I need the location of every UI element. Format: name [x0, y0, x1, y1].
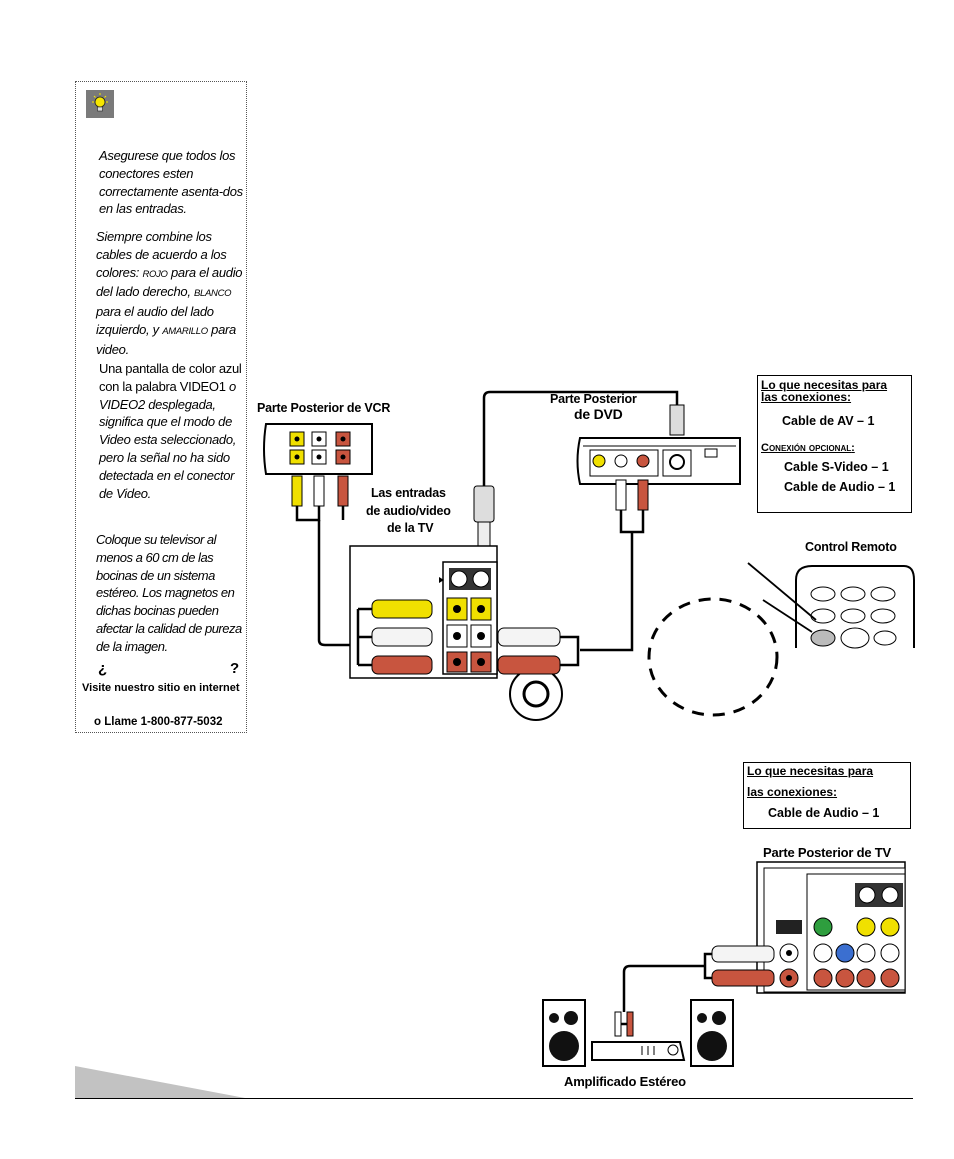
phone-line: o Llame 1-800-877-5032 [94, 716, 223, 728]
color-word-red: ROJO [142, 268, 168, 280]
tv-back-label: Parte Posterior de TV [763, 845, 892, 860]
needs-box-audio: Lo que necesitas para las conexiones: Ca… [743, 762, 911, 829]
needs2-heading-2-text: las conexiones [747, 785, 834, 799]
needs2-heading-colon: : [833, 785, 838, 799]
tv-inputs-label-1: Las entradas [371, 486, 446, 500]
needs-item-svideo: Cable S-Video – 1 [784, 460, 889, 474]
needs-heading-1: Lo que necesitas para [761, 378, 888, 392]
tips-sidebar [75, 81, 247, 733]
dvd-back-label-1: Parte Posterior [550, 392, 637, 406]
remote-control [747, 562, 915, 649]
tip-connectors: Asegurese que todos los conectores esten… [99, 148, 243, 217]
needs2-heading-1: Lo que necesitas para [747, 764, 874, 778]
vcr-av-plugs [291, 475, 349, 507]
page-corner-tab [75, 1066, 245, 1098]
vcr-back-label: Parte Posterior de VCR [257, 401, 391, 415]
tip-cable-colors: Siempre combine los cables de acuerdo a … [96, 228, 248, 359]
tip-right-audio: para el audio del lado derecho, [96, 264, 243, 300]
optional-heading: Conexión opcional: [761, 442, 855, 454]
tip-video: para video. [96, 321, 236, 357]
optional-heading-colon: : [851, 442, 855, 454]
tip-cable-colors-text: Siempre combine los cables de acuerdo a … [96, 229, 227, 280]
remote-label: Control Remoto [805, 540, 897, 554]
dvd-back-panel [576, 437, 741, 485]
needs-item-audio: Cable de Audio – 1 [784, 480, 896, 494]
color-word-yellow: AMARILLO [162, 325, 208, 337]
needs-box-av: Lo que necesitas para las conexiones: Ca… [757, 375, 912, 513]
question-open: ¿ [98, 660, 108, 677]
website-line: Visite nuestro sitio en internet [82, 682, 240, 694]
tv-inputs-label-2: de audio/video [366, 504, 451, 518]
dvd-back-label-2: de DVD [574, 406, 623, 422]
needs2-item-audio: Cable de Audio – 1 [768, 806, 880, 820]
needs-item-av-cable: Cable de AV – 1 [782, 414, 875, 428]
footer-rule [75, 1098, 913, 1099]
stereo-amplifier [542, 999, 734, 1067]
tip-speakers: Coloque su televisor al menos a 60 cm de… [96, 532, 242, 654]
lightbulb-icon [86, 90, 114, 118]
optional-heading-text: Conexión opcional [761, 442, 852, 454]
vcr-back-panel [263, 423, 373, 475]
tip-left-audio: para el audio del lado izquierdo, y [96, 304, 214, 337]
tip-blue-screen-o: o [228, 378, 236, 394]
tv-back-panel [756, 861, 906, 994]
amplifier-label: Amplificado Estéreo [564, 1074, 686, 1089]
needs2-heading-2: las conexiones: [747, 786, 837, 799]
color-word-white: BLANCO [193, 288, 232, 300]
question-close: ? [230, 660, 240, 677]
tv-inputs-label-3: de la TV [387, 521, 434, 535]
tip-blue-screen-b: VIDEO2 desplegada, significa que el modo… [99, 396, 237, 501]
tip-blue-screen-a: Una pantalla de color azul con la palabr… [99, 361, 242, 394]
tip-blue-screen: Una pantalla de color azul con la palabr… [99, 360, 249, 502]
needs-heading-2: las conexiones: [761, 390, 852, 404]
